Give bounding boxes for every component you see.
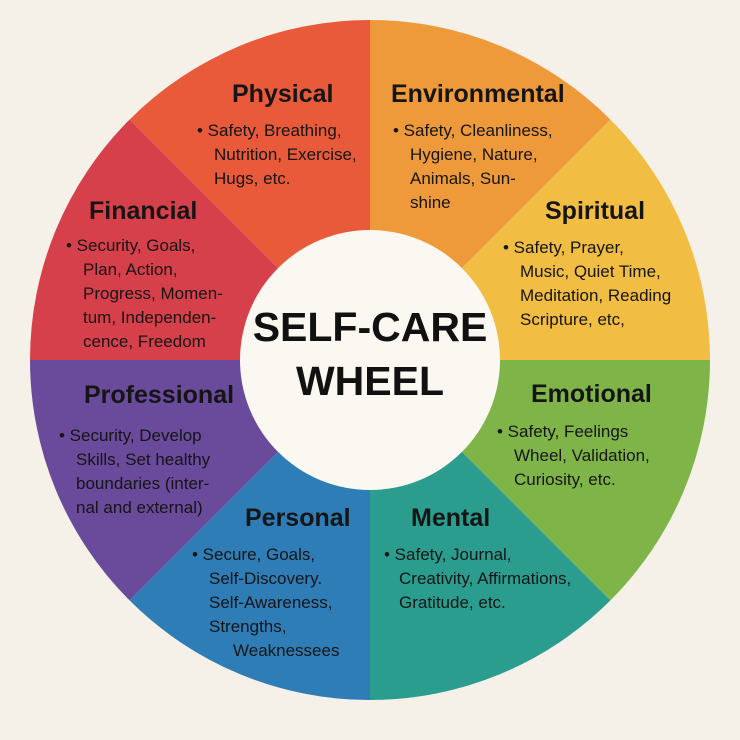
segment-mental-label: Mental (411, 503, 490, 533)
segment-mental-line-3: Gratitude, etc. (399, 593, 506, 612)
segment-personal-items: • Secure, Goals, Self-Discovery. Self-Aw… (192, 543, 339, 663)
segment-professional-label: Professional (84, 380, 234, 410)
segment-financial-line-3: Progress, Momen- (83, 284, 223, 303)
segment-emotional-title: Emotional (531, 380, 652, 408)
segment-environmental-line-3: Animals, Sun- (410, 169, 516, 188)
center-title-line1: SELF-CARE (252, 304, 488, 350)
segment-personal-line-5: Weaknessees (233, 641, 340, 660)
segment-personal-title: Personal (245, 504, 351, 532)
segment-personal-line-2: Self-Discovery. (209, 569, 323, 588)
segment-mental-line-2: Creativity, Affirmations, (399, 569, 572, 588)
segment-professional-items: • Security, Develop Skills, Set healthy … (59, 424, 210, 520)
segment-emotional-line-3: Curiosity, etc. (514, 470, 616, 489)
segment-physical-label: Physical (232, 79, 333, 109)
segment-spiritual-line-3: Meditation, Reading (520, 286, 672, 305)
segment-financial-items: • Security, Goals, Plan, Action, Progres… (66, 234, 223, 354)
segment-professional-line-1: • Security, Develop (59, 426, 202, 445)
segment-mental-items: • Safety, Journal, Creativity, Affirmati… (384, 543, 571, 615)
segment-personal-line-3: Self-Awareness, (209, 593, 333, 612)
center-circle (240, 230, 500, 490)
segment-professional-line-2: Skills, Set healthy (76, 450, 211, 469)
segment-personal-line-4: Strengths, (209, 617, 287, 636)
segment-spiritual-line-4: Scripture, etc, (520, 310, 625, 329)
segment-spiritual-title: Spiritual (545, 197, 646, 225)
segment-physical-line-3: Hugs, etc. (214, 169, 291, 188)
segment-environmental-items: • Safety, Cleanliness, Hygiene, Nature, … (393, 119, 553, 215)
segment-physical-line-1: • Safety, Breathing, (197, 121, 342, 140)
segment-financial-title: Financial (89, 197, 198, 225)
segment-mental-title: Mental (411, 504, 491, 532)
segment-financial-label: Financial (89, 196, 197, 226)
segment-environmental-label: Environmental (391, 79, 565, 109)
segment-financial-line-2: Plan, Action, (83, 260, 178, 279)
segment-spiritual-line-1: • Safety, Prayer, (503, 238, 624, 257)
segment-financial-line-4: tum, Independen- (83, 308, 217, 327)
segment-professional-line-3: boundaries (inter- (76, 474, 210, 493)
segment-environmental-title: Environmental (391, 80, 565, 108)
center-title: SELF-CARE WHEEL (240, 300, 500, 408)
segment-spiritual-label: Spiritual (545, 196, 645, 226)
segment-emotional-line-1: • Safety, Feelings (497, 422, 629, 441)
segment-personal-line-1: • Secure, Goals, (192, 545, 316, 564)
center-title-line2: WHEEL (295, 358, 445, 404)
segment-physical-line-2: Nutrition, Exercise, (214, 145, 357, 164)
segment-financial-line-5: cence, Freedom (83, 332, 206, 351)
segment-emotional-line-2: Wheel, Validation, (514, 446, 650, 465)
segment-physical-title: Physical (232, 80, 334, 108)
segment-physical-items: • Safety, Breathing, Nutrition, Exercise… (197, 119, 357, 191)
segment-emotional-items: • Safety, Feelings Wheel, Validation, Cu… (497, 420, 650, 492)
segment-spiritual-items: • Safety, Prayer, Music, Quiet Time, Med… (503, 236, 671, 332)
segment-environmental-line-4: shine (410, 193, 451, 212)
segment-environmental-line-1: • Safety, Cleanliness, (393, 121, 553, 140)
segment-personal-label: Personal (245, 503, 351, 533)
segment-mental-line-1: • Safety, Journal, (384, 545, 512, 564)
segment-professional-line-4: nal and external) (76, 498, 203, 517)
segment-professional-title: Professional (84, 381, 235, 409)
segment-spiritual-line-2: Music, Quiet Time, (520, 262, 661, 281)
segment-emotional-label: Emotional (531, 379, 652, 409)
segment-financial-line-1: • Security, Goals, (66, 236, 196, 255)
segment-environmental-line-2: Hygiene, Nature, (410, 145, 538, 164)
